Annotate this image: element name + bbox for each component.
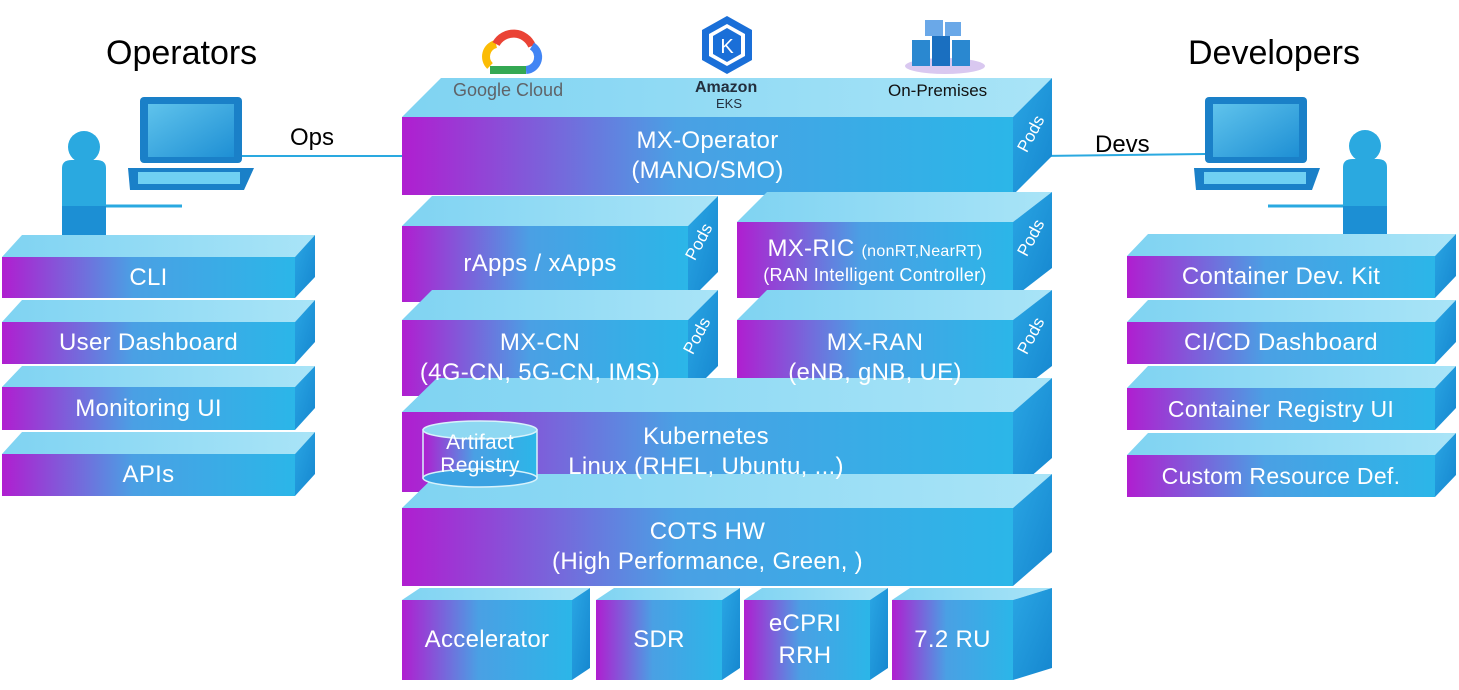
mx-cn-box[interactable]: MX-CN (4G-CN, 5G-CN, IMS) — [402, 320, 678, 396]
google-cloud-logo — [482, 29, 543, 74]
eks-label: EKS — [716, 96, 743, 111]
developer-item-custom-resource-def[interactable]: Custom Resource Def. — [1161, 462, 1401, 489]
mx-operator-subtitle: (MANO/SMO) — [631, 157, 784, 184]
hw-7-2-ru[interactable]: 7.2 RU — [914, 626, 991, 653]
operator-item-apis[interactable]: APIs — [122, 461, 175, 488]
developer-person-icon — [1268, 130, 1387, 236]
hw-ecpri-rrh[interactable]: eCPRI RRH — [768, 609, 842, 669]
rapps-xapps-box[interactable]: rApps / xApps — [402, 226, 678, 302]
cots-hw-title: COTS HW — [649, 518, 766, 545]
ops-label: Ops — [290, 124, 335, 151]
on-premises-label: On-Premises — [888, 81, 988, 100]
developer-item-container-registry-ui[interactable]: Container Registry UI — [1167, 395, 1395, 422]
mx-ric-title-small: (nonRT,NearRT) — [861, 242, 983, 260]
devs-connector — [1039, 153, 1206, 157]
mx-ric-subtitle: (RAN Intelligent Controller) — [763, 264, 987, 285]
google-cloud-label: Google Cloud — [453, 80, 564, 100]
developer-item-cicd-dashboard[interactable]: CI/CD Dashboard — [1184, 329, 1378, 356]
mx-cn-title: MX-CN — [499, 329, 581, 356]
on-premises-server-icon — [905, 20, 985, 74]
developer-slabs — [1127, 234, 1456, 497]
svg-text:K: K — [720, 36, 734, 58]
devs-label: Devs — [1095, 131, 1150, 158]
operator-item-cli[interactable]: CLI — [129, 263, 168, 291]
cots-hw-subtitle: (High Performance, Green, ) — [552, 548, 863, 575]
operator-person-icon — [62, 131, 182, 236]
operator-slabs — [2, 235, 315, 496]
mx-ran-subtitle: (eNB, gNB, UE) — [788, 359, 962, 386]
developers-title: Developers — [1188, 34, 1360, 72]
kubernetes-box[interactable]: Kubernetes Linux (RHEL, Ubuntu, ...) — [520, 412, 892, 492]
rapps-xapps-title: rApps / xApps — [463, 250, 617, 277]
artifact-registry-label[interactable]: Artifact Registry — [423, 428, 537, 480]
mx-operator-title: MX-Operator — [636, 127, 779, 154]
operator-item-monitoring-ui[interactable]: Monitoring UI — [75, 394, 222, 422]
center-stack — [402, 78, 1052, 680]
cots-hw-box[interactable]: COTS HW (High Performance, Green, ) — [402, 508, 1013, 586]
developer-item-container-dev-kit[interactable]: Container Dev. Kit — [1181, 263, 1381, 290]
mx-cn-subtitle: (4G-CN, 5G-CN, IMS) — [419, 359, 661, 386]
artifact-registry-line1: Artifact — [446, 430, 514, 454]
mx-ric-title: MX-RIC — [767, 234, 855, 262]
kubernetes-subtitle: Linux (RHEL, Ubuntu, ...) — [568, 453, 844, 480]
hw-accelerator[interactable]: Accelerator — [424, 626, 550, 653]
developer-laptop-icon — [1194, 97, 1320, 190]
amazon-label: Amazon — [695, 79, 758, 96]
operators-title: Operators — [106, 34, 258, 72]
amazon-eks-logo: K — [702, 16, 752, 74]
mx-ric-title-row: MX-RIC (nonRT,NearRT) — [767, 234, 982, 264]
mx-ran-title: MX-RAN — [826, 329, 924, 356]
operator-item-user-dashboard[interactable]: User Dashboard — [59, 329, 238, 356]
artifact-registry-line2: Registry — [440, 454, 520, 477]
artifact-registry-cylinder — [422, 420, 538, 488]
mx-ric-box[interactable]: MX-RIC (nonRT,NearRT) (RAN Intelligent C… — [737, 222, 1013, 298]
kubernetes-title: Kubernetes — [643, 423, 769, 450]
mx-operator-box[interactable]: MX-Operator (MANO/SMO) — [402, 117, 1013, 195]
hw-sdr[interactable]: SDR — [633, 626, 685, 653]
operator-laptop-icon — [128, 97, 254, 190]
mx-ran-box[interactable]: MX-RAN (eNB, gNB, UE) — [737, 320, 1013, 396]
